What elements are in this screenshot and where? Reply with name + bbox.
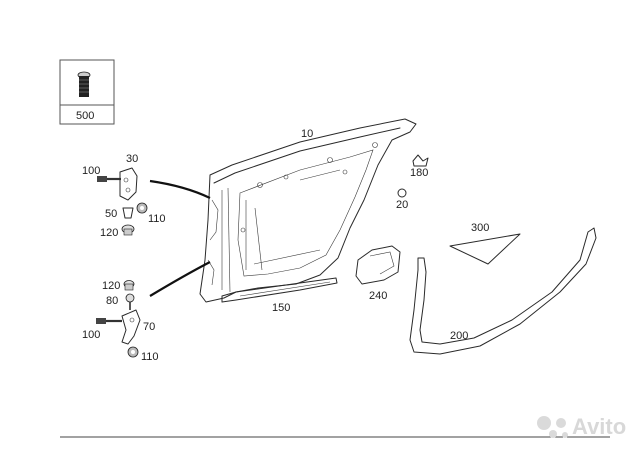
callout-arrow-lower xyxy=(149,261,211,297)
callout-arrow-upper xyxy=(149,179,211,199)
nut-icon xyxy=(136,202,148,214)
nut-icon xyxy=(127,346,139,358)
avito-logo-icon xyxy=(537,416,568,438)
door-seal-icon xyxy=(409,227,597,355)
door-shell xyxy=(199,118,417,303)
label-100-lower: 100 xyxy=(82,329,100,341)
label-50: 50 xyxy=(105,208,117,220)
pin-icon xyxy=(125,293,135,310)
label-300: 300 xyxy=(471,222,489,234)
label-100-upper: 100 xyxy=(82,165,100,177)
lower-hinge-group xyxy=(96,280,141,358)
label-20: 20 xyxy=(396,199,408,211)
label-500: 500 xyxy=(76,110,94,122)
hinge-icon xyxy=(121,309,141,345)
label-70: 70 xyxy=(143,321,155,333)
grommet-icon xyxy=(397,188,407,198)
plug-icon xyxy=(121,224,135,236)
spring-clip-icon xyxy=(77,71,91,97)
legend-box-500: 500 xyxy=(59,59,115,125)
watermark-text: Avito xyxy=(572,414,626,439)
bolt-icon xyxy=(97,176,121,182)
clip-icon xyxy=(412,154,429,167)
hinge-icon xyxy=(119,167,138,201)
watermark: Avito xyxy=(537,414,626,439)
label-120-lower: 120 xyxy=(102,280,120,292)
label-200: 200 xyxy=(450,330,468,342)
trim-strip-icon xyxy=(221,277,338,303)
upper-hinge-group xyxy=(97,167,148,236)
label-180: 180 xyxy=(410,167,428,179)
label-240: 240 xyxy=(369,290,387,302)
bushing-icon xyxy=(122,207,134,219)
bolt-icon xyxy=(96,318,122,324)
label-110-upper: 110 xyxy=(148,213,166,225)
label-10: 10 xyxy=(301,128,313,140)
label-30: 30 xyxy=(126,153,138,165)
triangle-trim-icon xyxy=(449,233,521,265)
label-80: 80 xyxy=(106,295,118,307)
insulation-pad-icon xyxy=(355,245,401,285)
plug-icon xyxy=(123,280,135,291)
label-150: 150 xyxy=(272,302,290,314)
label-120-upper: 120 xyxy=(100,227,118,239)
label-110-lower: 110 xyxy=(141,351,159,363)
